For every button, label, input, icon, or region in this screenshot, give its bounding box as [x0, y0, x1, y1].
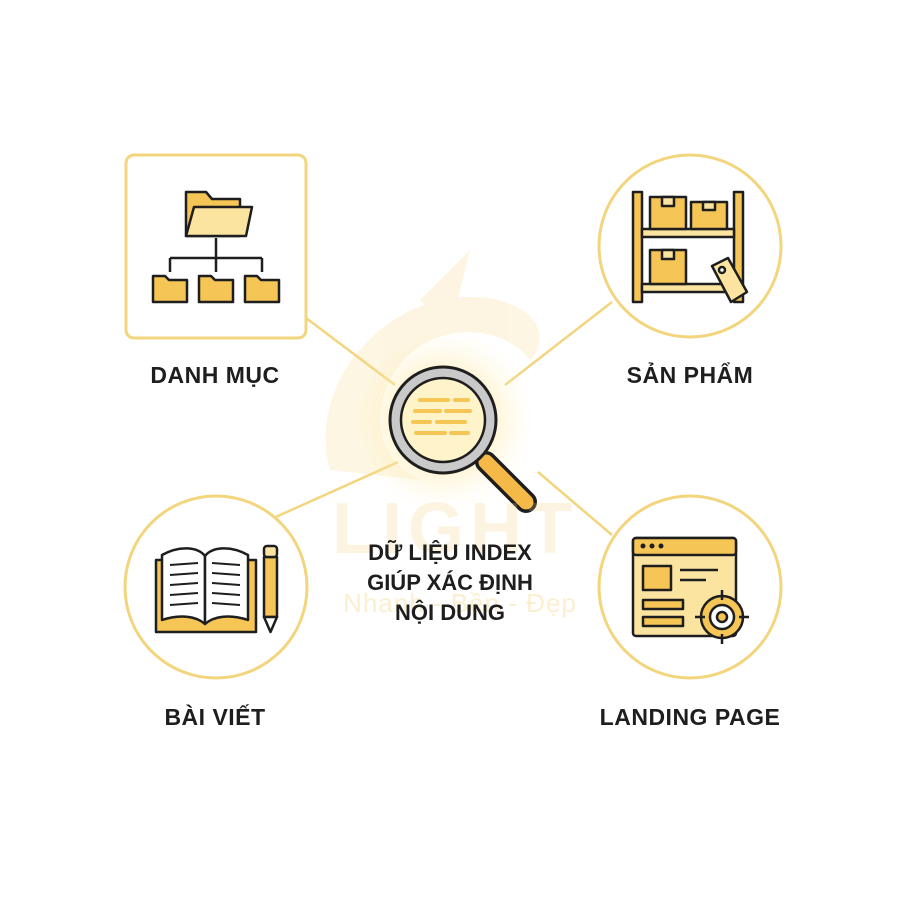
node-bai-viet	[123, 494, 309, 680]
folder-tree-icon	[151, 190, 281, 304]
node-label-danh-muc: DANH MỤC	[150, 362, 280, 388]
center-caption: DỮ LIỆU INDEX GIÚP XÁC ĐỊNH NỘI DUNG	[315, 538, 585, 628]
connector-bottom-right	[537, 471, 613, 536]
node-label-san-pham: SẢN PHẨM	[626, 362, 754, 388]
node-landing-page	[597, 494, 783, 680]
watermark-slogan: Nhanh - Bền - Đẹp	[343, 588, 577, 618]
node-danh-muc	[124, 153, 308, 340]
magnifier-icon	[388, 365, 537, 513]
node-circle-frame	[597, 153, 783, 339]
node-label-landing-page: LANDING PAGE	[599, 704, 781, 730]
center-caption-line: DỮ LIỆU INDEX	[368, 540, 532, 565]
center-caption-line: NỘI DUNG	[395, 600, 505, 625]
node-san-pham	[597, 153, 783, 339]
connector-top-right	[504, 301, 613, 386]
watermark-brand: LIGHT	[332, 489, 578, 569]
open-book-pencil-icon	[154, 544, 279, 634]
center-caption-line: GIÚP XÁC ĐỊNH	[367, 570, 533, 595]
warehouse-shelf-icon	[631, 190, 749, 304]
node-label-bai-viet: BÀI VIẾT	[164, 704, 266, 730]
webpage-target-icon	[631, 536, 749, 644]
